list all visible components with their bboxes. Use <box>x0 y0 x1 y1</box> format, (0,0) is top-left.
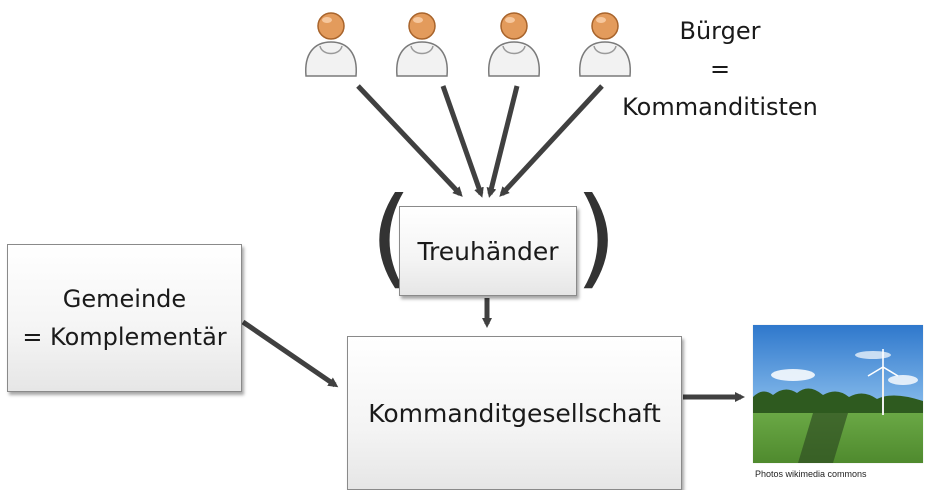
arrow-person1-treuhaender <box>356 84 463 197</box>
treuhaender-box: Treuhänder <box>399 206 577 296</box>
treuhaender-label: Treuhänder <box>417 236 559 266</box>
buerger-label: Bürger = Kommanditisten <box>610 12 830 126</box>
buerger-label-line2: = <box>709 55 731 83</box>
right-parenthesis: ) <box>575 175 618 300</box>
person-icon <box>579 12 631 77</box>
kommanditgesellschaft-box: Kommanditgesellschaft <box>347 336 682 490</box>
arrow-person4-treuhaender <box>499 84 604 197</box>
arrow-person3-treuhaender <box>486 85 520 198</box>
arrow-person2-treuhaender <box>440 85 484 198</box>
kommanditgesellschaft-label: Kommanditgesellschaft <box>368 398 661 428</box>
buerger-label-line1: Bürger <box>679 17 761 45</box>
person-icon <box>396 12 448 77</box>
gemeinde-label: Gemeinde <box>62 285 187 313</box>
wind-turbine-photo <box>753 325 923 463</box>
photo-caption: Photos wikimedia commons <box>755 469 867 479</box>
arrow-gemeinde-kg <box>241 319 339 388</box>
komplementaer-label: = Komplementär <box>22 323 227 351</box>
person-icon <box>305 12 357 77</box>
person-icon <box>488 12 540 77</box>
buerger-label-line3: Kommanditisten <box>622 93 818 121</box>
gemeinde-box: Gemeinde = Komplementär <box>7 244 242 392</box>
